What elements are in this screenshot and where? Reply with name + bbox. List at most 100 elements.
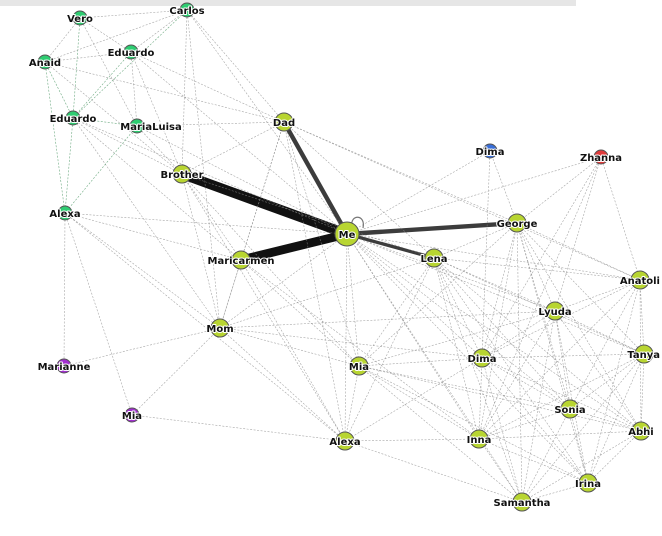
- edge-me-maricarmen: [239, 229, 349, 265]
- node-george[interactable]: [507, 213, 527, 233]
- edge-marialuisa-brother: [136, 125, 183, 175]
- edge-me-mia2: [346, 233, 360, 367]
- node-dima1[interactable]: [482, 143, 498, 159]
- node-label-me: Me: [339, 230, 356, 241]
- node-zhanna[interactable]: [593, 149, 609, 165]
- edge-irina-samantha: [521, 482, 589, 503]
- node-maricarmen[interactable]: [231, 250, 251, 270]
- node-label-irina: Irina: [575, 479, 601, 490]
- edge-carlos-brother: [181, 9, 188, 175]
- node-brother[interactable]: [172, 164, 192, 184]
- edge-dima2-inna: [478, 357, 483, 440]
- edge-eduardo1-marialuisa: [130, 51, 138, 127]
- node-dad[interactable]: [274, 112, 294, 132]
- node-label-mia2: Mia: [349, 362, 369, 373]
- edge-mom-lena: [219, 257, 435, 329]
- edge-me-sonia: [346, 233, 571, 410]
- node-eduardo2[interactable]: [65, 110, 81, 126]
- node-lena[interactable]: [424, 248, 444, 268]
- node-carlos[interactable]: [179, 2, 195, 18]
- node-label-maricarmen: Maricarmen: [208, 256, 275, 267]
- edge-carlos-eduardo1: [130, 9, 188, 53]
- node-alexa2[interactable]: [335, 431, 355, 451]
- edge-mia2-samantha: [358, 365, 523, 503]
- edge-maricarmen-inna: [240, 259, 480, 440]
- node-label-lyuda: Lyuda: [538, 307, 571, 318]
- edge-dima2-alexa2: [344, 357, 483, 442]
- edge-dima1-dima2: [481, 150, 491, 359]
- edge-me-dad: [282, 120, 349, 236]
- edge-anaid-dad: [44, 61, 285, 123]
- edge-dima2-samantha: [481, 357, 523, 503]
- node-tanya[interactable]: [634, 344, 654, 364]
- edge-george-lyuda: [516, 222, 556, 312]
- edge-dima2-abhi: [481, 357, 642, 432]
- node-label-vero: Vero: [67, 14, 93, 25]
- node-label-dima2: Dima: [468, 354, 497, 365]
- node-mia2[interactable]: [349, 356, 369, 376]
- edge-dad-brother: [181, 121, 285, 175]
- edge-eduardo1-anaid: [44, 51, 132, 63]
- edge-carlos-dad: [186, 9, 285, 123]
- edge-me-lena: [346, 232, 435, 260]
- node-irina[interactable]: [578, 473, 598, 493]
- edge-zhanna-dima2: [481, 156, 602, 359]
- edge-lena-tanya: [433, 257, 645, 355]
- node-alexa1[interactable]: [57, 205, 73, 221]
- edge-abhi-samantha: [521, 430, 642, 503]
- node-vero[interactable]: [72, 10, 88, 26]
- edge-dad-alexa2: [283, 121, 346, 442]
- node-label-zhanna: Zhanna: [580, 153, 622, 164]
- edge-me-abhi: [346, 233, 642, 432]
- node-abhi[interactable]: [631, 421, 651, 441]
- edge-george-irina: [516, 222, 589, 484]
- node-dima2[interactable]: [472, 348, 492, 368]
- node-label-lena: Lena: [420, 254, 447, 265]
- node-label-alexa2: Alexa: [329, 437, 360, 448]
- node-label-eduardo2: Eduardo: [50, 114, 97, 125]
- edge-tanya-sonia: [569, 353, 645, 410]
- edge-eduardo2-maricarmen: [72, 117, 242, 261]
- edge-mom-alexa2: [219, 327, 346, 442]
- node-label-marialuisa: MariaLuisa: [120, 122, 181, 133]
- edge-alexa1-mia1: [64, 212, 133, 416]
- edge-me-lyuda: [346, 233, 556, 312]
- edge-abhi-mia2: [358, 365, 642, 432]
- node-marialuisa[interactable]: [129, 118, 145, 134]
- edge-zhanna-inna: [478, 156, 602, 440]
- edge-eduardo2-mom: [72, 117, 221, 329]
- edge-mia1-alexa2: [131, 414, 346, 442]
- edge-eduardo1-eduardo2: [72, 51, 132, 119]
- edge-lena-lyuda: [433, 257, 556, 312]
- edge-sonia-abhi: [569, 408, 642, 432]
- edge-lena-inna: [433, 257, 480, 440]
- edge-lyuda-mia2: [358, 310, 556, 367]
- edge-lyuda-dima2: [481, 310, 556, 359]
- edge-george-sonia: [516, 222, 571, 410]
- edge-inna-alexa2: [344, 438, 480, 442]
- edge-lena-mia2: [358, 257, 435, 367]
- node-mia1[interactable]: [124, 407, 140, 423]
- node-eduardo1[interactable]: [123, 44, 139, 60]
- node-mom[interactable]: [210, 318, 230, 338]
- edge-alexa1-alexa2: [64, 212, 346, 442]
- edge-eduardo2-me: [72, 117, 348, 235]
- node-inna[interactable]: [469, 429, 489, 449]
- node-marianne[interactable]: [56, 358, 72, 374]
- edge-anatoli-sonia: [569, 279, 641, 410]
- node-sonia[interactable]: [560, 399, 580, 419]
- node-anaid[interactable]: [37, 54, 53, 70]
- edge-zhanna-anatoli: [600, 156, 641, 281]
- node-anatoli[interactable]: [630, 270, 650, 290]
- edge-lena-dima2: [433, 257, 483, 359]
- node-me[interactable]: [334, 221, 360, 247]
- node-layer: [37, 2, 654, 512]
- edge-lyuda-tanya: [554, 310, 645, 355]
- edge-sonia-inna: [478, 408, 571, 440]
- edge-carlos-me: [186, 9, 348, 235]
- node-samantha[interactable]: [512, 492, 532, 512]
- edge-mom-mia1: [131, 327, 221, 416]
- edge-lena-anatoli: [433, 257, 641, 281]
- edge-alexa1-marianne: [63, 212, 66, 367]
- node-lyuda[interactable]: [545, 301, 565, 321]
